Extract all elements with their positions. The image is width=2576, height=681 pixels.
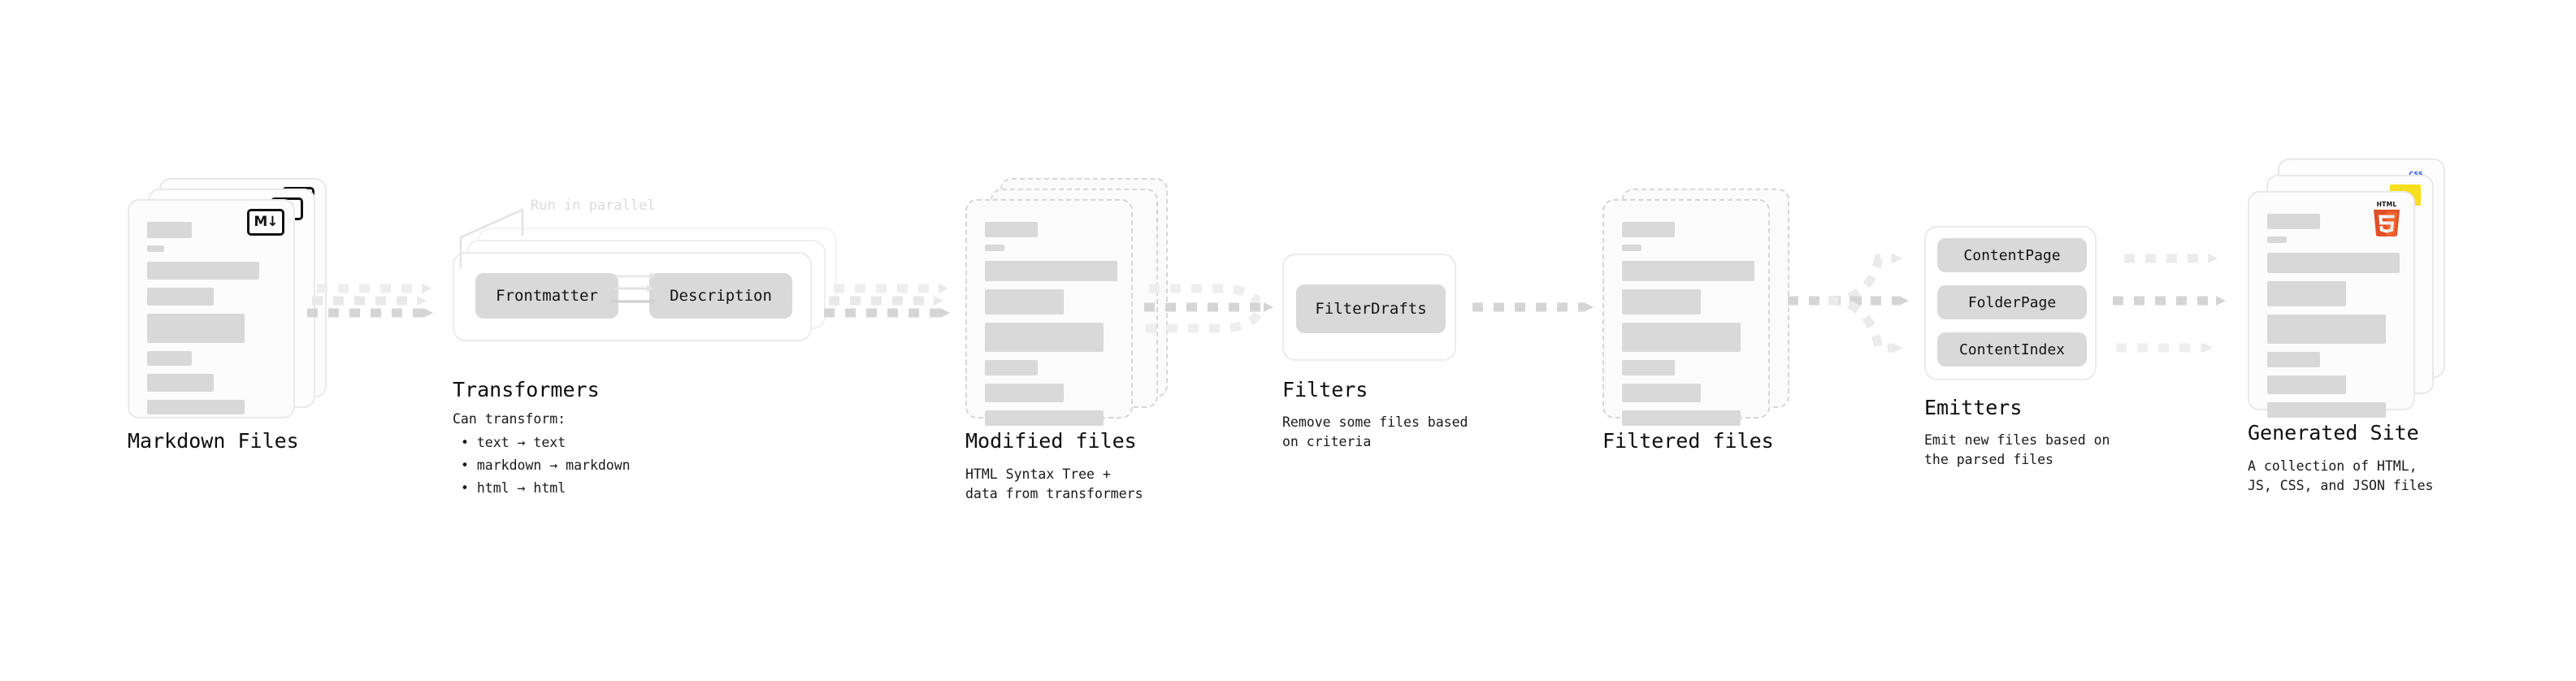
markdown-card-front: M↓ [128, 199, 295, 419]
modified-files-title: Modified files [965, 429, 1137, 453]
markdown-placeholder-lines [147, 222, 279, 422]
emitters-caption-0: Emit new files based on [1924, 432, 2110, 448]
emitters-caption-1: the parsed files [1924, 452, 2053, 467]
modified-files-caption-0: HTML Syntax Tree + [965, 466, 1111, 482]
filter-chip-filterdrafts[interactable]: FilterDrafts [1296, 284, 1446, 333]
generated-site-title: Generated Site [2248, 421, 2419, 445]
connector-transformers-to-modified [824, 284, 950, 318]
generated-site-caption-1: JS, CSS, and JSON files [2248, 478, 2434, 493]
modified-files-caption-1: data from transformers [965, 486, 1143, 501]
transformers-caption-0: Can transform: [453, 411, 566, 427]
emitter-chip-contentpage[interactable]: ContentPage [1937, 238, 2087, 272]
transformers-caption-2: • markdown → markdown [461, 458, 631, 473]
filters-caption-1: on criteria [1282, 434, 1372, 449]
filtered-placeholder-lines [1622, 222, 1754, 433]
transformers-caption-1: • text → text [461, 435, 566, 450]
generated-site-caption-0: A collection of HTML, [2248, 458, 2418, 474]
emitters-group: ContentPage FolderPage ContentIndex [1924, 226, 2097, 380]
emitters-title: Emitters [1924, 396, 2023, 419]
connector-filtered-to-emitters [1788, 254, 1909, 353]
markdown-badge: M↓ [247, 209, 284, 236]
connector-emitters-to-generated [2113, 254, 2226, 353]
markdown-files-title: Markdown Files [128, 429, 299, 453]
filters-caption-0: Remove some files based [1282, 414, 1468, 430]
modified-card-front [965, 199, 1133, 426]
modified-placeholder-lines [985, 222, 1117, 433]
filtered-files-title: Filtered files [1602, 429, 1774, 453]
transformer-chip-frontmatter[interactable]: Frontmatter [475, 273, 618, 319]
filters-group: FilterDrafts [1282, 254, 1456, 361]
run-in-parallel-label: Run in parallel [531, 197, 656, 214]
filtered-card-front [1602, 199, 1770, 426]
emitter-chip-contentindex[interactable]: ContentIndex [1937, 332, 2087, 367]
css-badge-text: CSS [2401, 170, 2431, 180]
html5-icon: HTML [2374, 201, 2400, 236]
svg-text:HTML: HTML [2377, 201, 2397, 208]
filters-title: Filters [1282, 378, 1368, 401]
generated-placeholder-lines [2267, 214, 2400, 425]
transformers-group-front: Frontmatter Description [453, 252, 812, 341]
transformers-caption-3: • html → html [461, 480, 566, 496]
emitter-chip-folderpage[interactable]: FolderPage [1937, 285, 2087, 319]
generated-card-front: HTML [2248, 191, 2415, 418]
transformers-title: Transformers [453, 378, 600, 401]
transformer-chip-description[interactable]: Description [649, 273, 792, 319]
